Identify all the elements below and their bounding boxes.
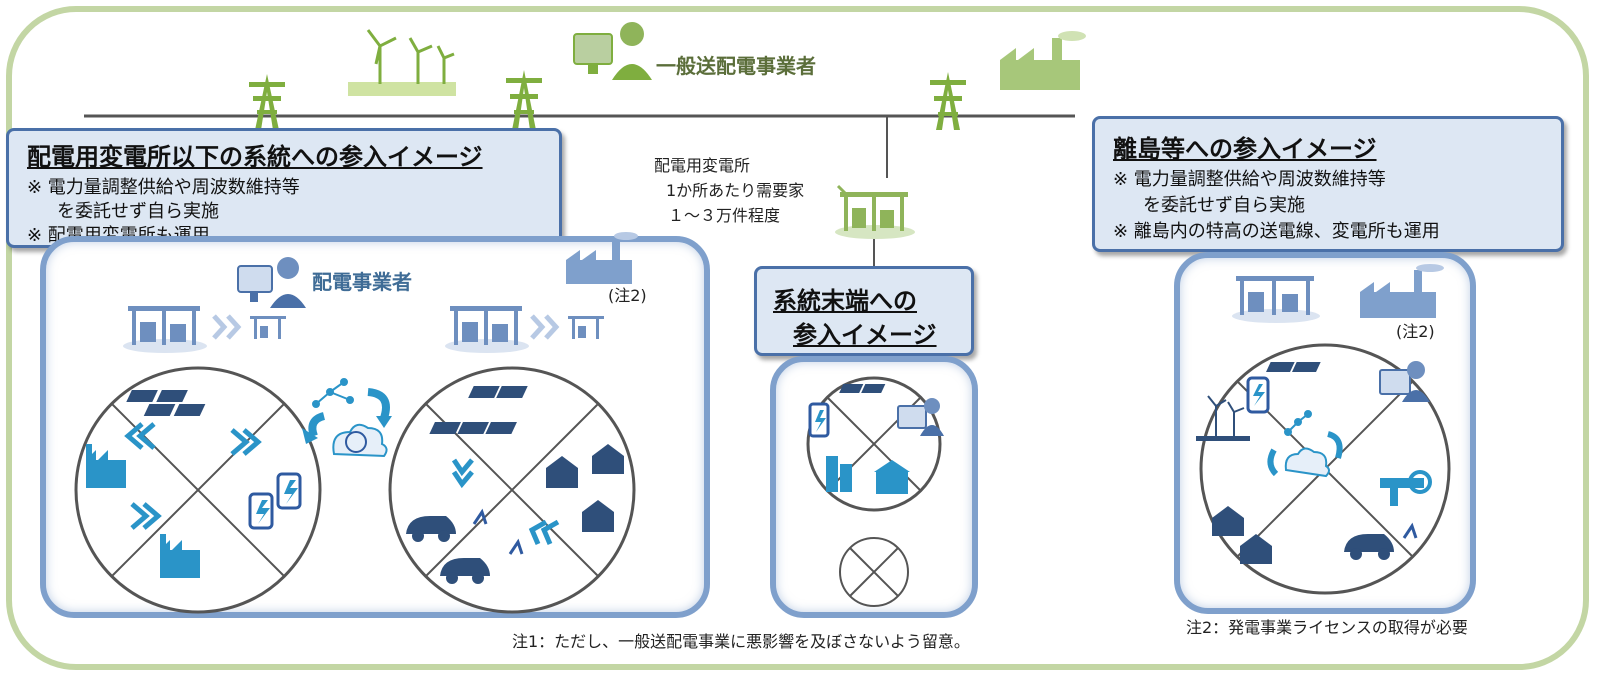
cloud-network-icon bbox=[302, 378, 392, 458]
power-plant-icon bbox=[1000, 31, 1086, 90]
distribution-entry-callout: 配電用変電所以下の系統への参入イメージ ※ 電力量調整供給や周波数維持等 を委託… bbox=[6, 128, 562, 248]
callout-title: 系統末端への bbox=[773, 287, 917, 315]
chevrons-icon bbox=[212, 314, 242, 340]
power-plant-icon bbox=[1360, 264, 1444, 318]
wind-farm-icon bbox=[348, 29, 456, 96]
substation-icon bbox=[1232, 276, 1320, 323]
operator-label: 一般送配電事業者 bbox=[656, 54, 816, 78]
substation-note-line: 配電用変電所 bbox=[654, 156, 751, 175]
distribution-operator-label: 配電事業者 bbox=[312, 270, 412, 294]
substation-icon bbox=[445, 306, 529, 353]
area-circle bbox=[74, 366, 322, 614]
note-mark: (注2) bbox=[1396, 322, 1435, 341]
pylon-icon bbox=[930, 72, 966, 130]
substation-note-line: 1か所あたり需要家 bbox=[666, 181, 805, 200]
island-area-circle bbox=[1196, 343, 1451, 595]
terminal-entry-callout: 系統末端への 参入イメージ bbox=[754, 266, 974, 356]
substation-note-line: １～３万件程度 bbox=[668, 206, 781, 225]
distribution-substation-icon bbox=[835, 184, 915, 239]
callout-line: を委託せず自ら実施 bbox=[57, 201, 219, 222]
callout-title: 配電用変電所以下の系統への参入イメージ bbox=[27, 143, 483, 171]
callout-line: を委託せず自ら実施 bbox=[1143, 195, 1305, 216]
callout-line: ※ 電力量調整供給や周波数維持等 bbox=[1113, 169, 1386, 190]
callout-line: ※ 電力量調整供給や周波数維持等 bbox=[27, 177, 300, 198]
area-circle bbox=[388, 366, 636, 614]
note-mark: (注2) bbox=[608, 286, 647, 305]
operator-person-icon bbox=[573, 22, 652, 80]
small-substation-icon bbox=[568, 316, 604, 339]
callout-line: ※ 離島内の特高の送電線、変電所も運用 bbox=[1113, 221, 1440, 242]
pylon-icon bbox=[249, 74, 285, 130]
empty-area-circle bbox=[839, 537, 909, 607]
island-entry-callout: 離島等への参入イメージ ※ 電力量調整供給や周波数維持等 を委託せず自ら実施 ※… bbox=[1092, 116, 1564, 252]
footnote-1: 注1：ただし、一般送配電事業に悪影響を及ぼさないよう留意。 bbox=[512, 632, 970, 651]
callout-title: 離島等への参入イメージ bbox=[1113, 135, 1377, 163]
small-substation-icon bbox=[250, 316, 286, 339]
outer-frame bbox=[6, 6, 1589, 670]
footnote-2: 注2：発電事業ライセンスの取得が必要 bbox=[1186, 618, 1468, 637]
area-circle bbox=[806, 376, 944, 512]
pylon-icon bbox=[506, 70, 542, 130]
chevrons-icon bbox=[530, 314, 560, 340]
substation-icon bbox=[123, 306, 207, 353]
distribution-operator-person-icon bbox=[237, 257, 306, 308]
power-plant-icon bbox=[566, 232, 638, 284]
callout-title: 参入イメージ bbox=[793, 321, 937, 349]
